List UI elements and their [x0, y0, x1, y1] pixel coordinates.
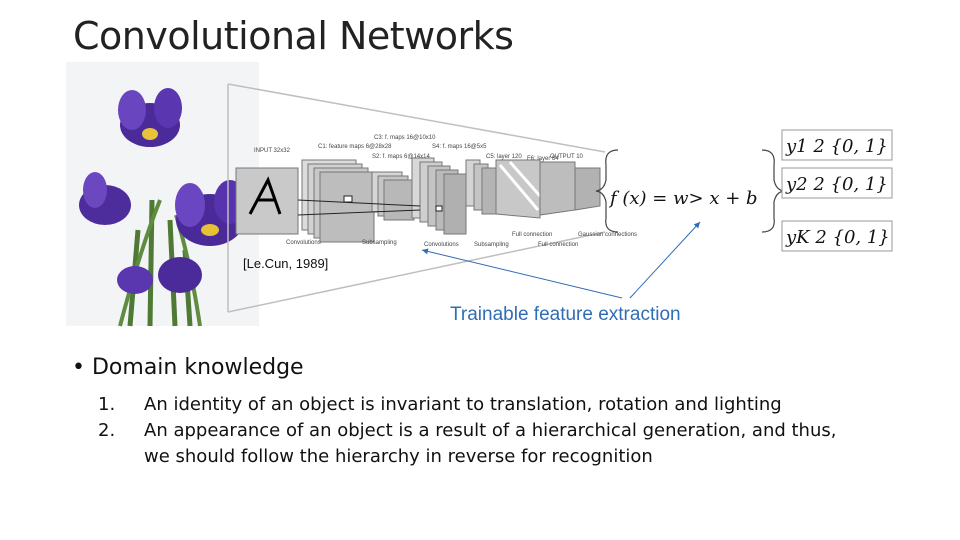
lenet-c5-label: C5: layer 120	[486, 154, 522, 160]
lenet-diagram: INPUT 32x32 C1: feature maps 6@28x28 C3:…	[235, 135, 637, 248]
lenet-input-label: INPUT 32x32	[254, 148, 291, 154]
numbered-list: 1. An identity of an object is invariant…	[98, 392, 844, 470]
lenet-full1-label: Full connection	[512, 232, 552, 238]
list-item: 1. An identity of an object is invariant…	[98, 392, 844, 418]
arrow-to-formula	[629, 221, 701, 299]
output-1: y1 2 {0, 1}	[785, 136, 888, 157]
s4-maps	[465, 159, 497, 215]
output-box-2	[781, 167, 893, 199]
list-item-text: An appearance of an object is a result o…	[144, 420, 837, 467]
c3-maps	[411, 157, 467, 235]
iris-flower-image	[66, 62, 259, 327]
list-item-number: 1.	[98, 394, 116, 415]
output-3: yK 2 {0, 1}	[785, 227, 890, 248]
arrow-to-lenet	[421, 248, 623, 299]
caption: Trainable feature extraction	[450, 304, 681, 325]
lenet-c3-label: C3: f. maps 16@10x10	[374, 135, 436, 141]
bullet-dot: •	[72, 355, 92, 380]
right-brace	[761, 149, 785, 233]
left-brace	[595, 149, 619, 233]
lenet-c1-label: C1: feature maps 6@28x28	[318, 144, 392, 150]
lenet-output-label: OUTPUT 10	[550, 154, 584, 160]
projection-line-top	[227, 83, 606, 153]
bullet-domain-knowledge: • Domain knowledge	[72, 355, 304, 380]
output-2: y2 2 {0, 1}	[785, 174, 888, 195]
lenet-subsampling2-label: Subsampling	[474, 242, 509, 248]
lenet-figure: INPUT 32x32 C1: feature maps 6@28x28 C3:…	[66, 62, 893, 327]
lenet-convolutions-label: Convolutions	[286, 240, 321, 246]
output-box-1	[781, 129, 893, 161]
lenet-subsampling-label: Subsampling	[362, 240, 397, 246]
bullet-text: Domain knowledge	[91, 355, 304, 380]
projection-line-bottom	[227, 231, 606, 313]
input-glyph	[248, 176, 282, 215]
lenet-convolutions2-label: Convolutions	[424, 242, 459, 248]
lenet-f6-label: F6: layer 84	[527, 156, 559, 162]
list-item: 2. An appearance of an object is a resul…	[98, 418, 844, 470]
list-item-number: 2.	[98, 420, 116, 441]
list-item-text: An identity of an object is invariant to…	[144, 394, 782, 415]
lenet-s2-label: S2: f. maps 6@14x14	[372, 154, 430, 160]
citation: [Le.Cun, 1989]	[243, 256, 328, 271]
slide-title: Convolutional Networks	[73, 14, 514, 58]
lenet-s4-label: S4: f. maps 16@5x5	[432, 144, 487, 150]
formula: f (x) = w> x + b	[608, 188, 758, 209]
lenet-gaussian-label: Gaussian connections	[578, 232, 637, 238]
output-box-3	[781, 220, 893, 252]
lenet-full2-label: Full connection	[538, 242, 578, 248]
